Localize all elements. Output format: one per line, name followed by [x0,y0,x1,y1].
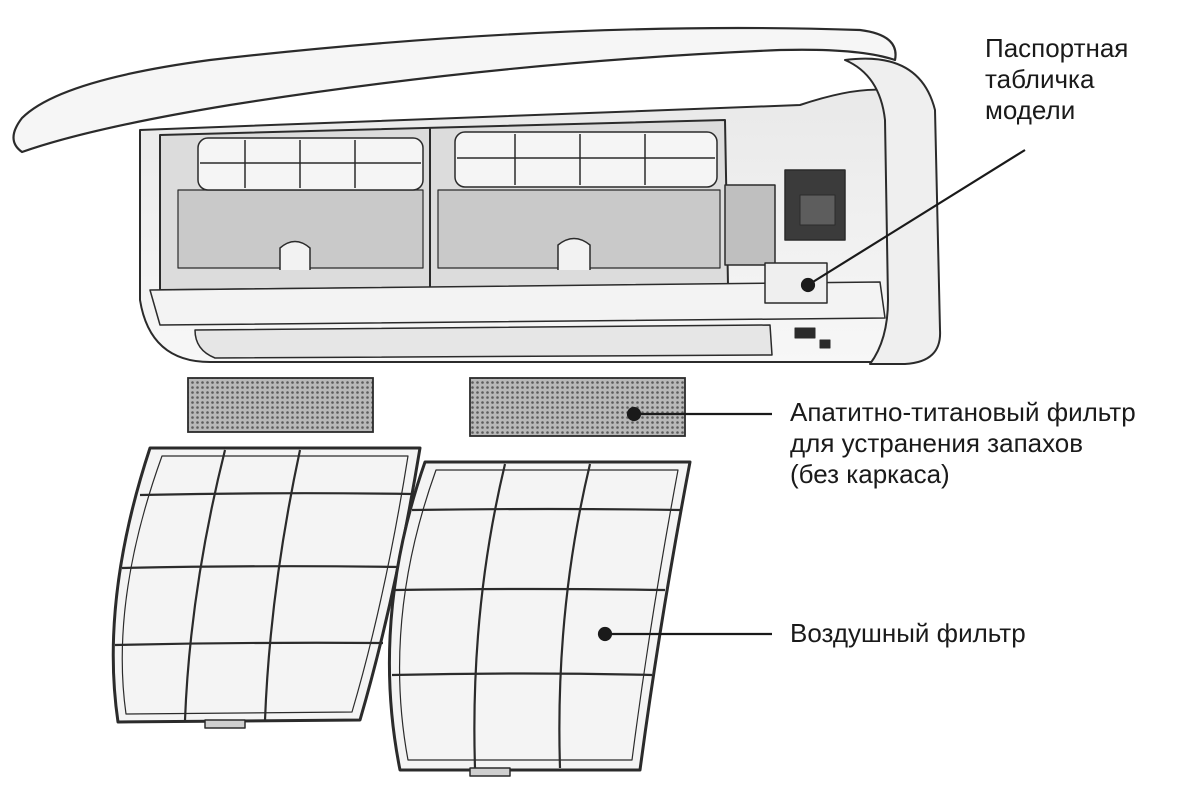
filter-tab-left [279,240,311,270]
air-outlet [194,324,773,359]
nameplate-label-line-3: модели [985,95,1076,125]
nameplate-label-line-1: Паспортная [985,33,1129,63]
apatite-filter-left [187,377,374,433]
air-filter-label: Воздушный фильтр [790,618,1026,649]
model-nameplate [764,262,828,304]
apatite-filter-right [469,377,686,437]
apatite-filters [187,377,686,437]
unit-side-cap [844,57,942,365]
air-filter-label-line-1: Воздушный фильтр [790,618,1026,648]
apatite-filter-label-line-3: (без каркаса) [790,459,950,489]
apatite-filter-label-line-1: Апатитно-титановый фильтр [790,397,1136,427]
inner-frame-right [454,131,718,188]
air-filter-left [111,446,422,729]
nameplate-label: Паспортная табличка модели [985,33,1128,126]
filter-tab-right [557,237,591,270]
inner-frame-left [197,137,424,191]
leader-line-nameplate [807,149,1026,286]
apatite-filter-label: Апатитно-титановый фильтр для устранения… [790,397,1136,490]
control-box [724,184,776,266]
air-filter-right [387,460,692,777]
leader-lines [597,149,1026,642]
apatite-filter-label-line-2: для устранения запахов [790,428,1084,458]
unit-lower-strip [149,281,886,326]
nameplate-label-line-2: табличка [985,64,1095,94]
indoor-unit [139,57,942,365]
